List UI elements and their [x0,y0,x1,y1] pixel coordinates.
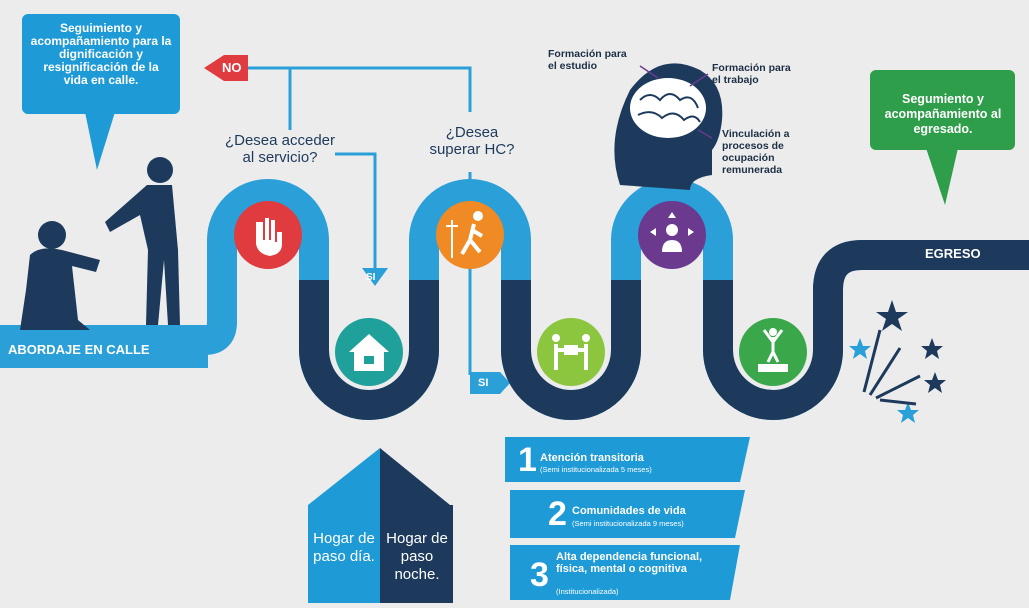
brain-item-work: Formación para el trabajo [712,62,791,86]
brain-item-employment: Vinculación a procesos de ocupación remu… [722,128,790,176]
stars-icon [849,300,946,423]
start-label-band [0,330,208,368]
si-label-2: SI [478,377,489,389]
si-label-1: SI [366,272,376,283]
question-overcome-hc: ¿Desea superar HC? [429,124,515,158]
person-options-icon [638,201,706,269]
wavy-road [0,179,1029,420]
home-icon [335,318,403,386]
right-callout-text: Segumiento y acompañamiento al egresado. [884,92,1002,136]
no-loop-connector [238,66,472,130]
phase-bands [505,437,750,600]
hogar-night-text: Hogar de paso noche. [386,530,448,583]
phase-subtitle-3: (Institucionalizada) [556,587,619,596]
question-access-service: ¿Desea acceder al servicio? [224,132,336,166]
end-label: EGRESO [925,246,981,261]
si-arrow-2 [470,372,510,394]
no-label: NO [222,60,242,75]
handshake-icon [537,318,605,386]
no-arrow [204,55,248,81]
phase-title-1: Atención transitoria [540,452,644,464]
phase-subtitle-1: (Semi institucionalizada 5 meses) [540,465,652,474]
phase-title-3: Alta dependencia funcional, física, ment… [556,551,703,575]
phase-number-3: 3 [530,556,549,594]
phase-number-1: 1 [518,441,537,479]
help-hand-icon [234,201,302,269]
left-callout-box [22,14,180,170]
hogar-boxes [308,448,453,603]
right-callout-box [870,70,1015,205]
brain-item-study: Formación para el estudio [548,48,627,72]
people-silhouette [20,157,180,330]
hogar-day-text: Hogar de paso día. [313,530,375,565]
phase-number-2: 2 [548,495,567,533]
brain-icon [614,63,723,191]
podium-winner-icon [739,318,807,386]
si-arrow-1 [362,268,388,286]
start-label: ABORDAJE EN CALLE [8,342,150,357]
crossing-person-icon [436,201,504,269]
phase-title-2: Comunidades de vida [572,505,686,517]
phase-subtitle-2: (Semi institucionalizada 9 meses) [572,519,684,528]
left-callout-text: Seguimiento y acompañamiento para la dig… [30,21,172,87]
si-connector-1 [335,152,377,268]
